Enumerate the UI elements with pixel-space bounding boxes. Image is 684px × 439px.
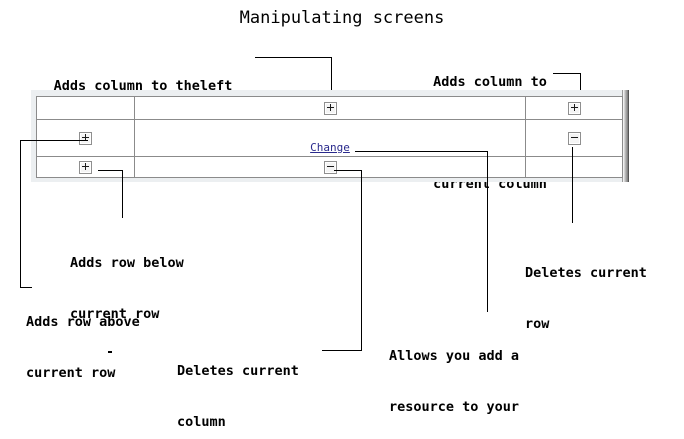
delete-column-button[interactable] [323, 160, 337, 174]
add-column-left-button[interactable] [323, 101, 337, 115]
cell-middle-center: Change [134, 119, 526, 157]
leader-line-add-row-above-v [20, 140, 21, 288]
leader-line-add-column-right-h [553, 73, 581, 74]
leader-line-add-resource-v [487, 151, 488, 312]
add-row-below-button[interactable] [79, 160, 92, 174]
cell-content [526, 120, 622, 156]
annotation-delete-column: Deletes current column [177, 329, 377, 439]
annotation-add-row-above: Adds row above current row [26, 280, 236, 416]
leader-line-delete-row-v [572, 147, 573, 223]
cell-bottom-left [36, 156, 135, 178]
annotation-delete-row-line1: Deletes current [525, 265, 647, 281]
leader-line-add-resource-h [355, 151, 488, 152]
cell-content [37, 120, 134, 156]
add-row-above-button[interactable] [79, 131, 92, 145]
page-title: Manipulating screens [239, 8, 445, 28]
leader-line-add-column-left-v [331, 57, 332, 109]
scrollbar-thumb[interactable] [623, 90, 628, 182]
cell-middle-right [525, 119, 623, 157]
cell-content [135, 157, 525, 177]
table-row [36, 96, 623, 120]
annotation-add-row-below-line1: Adds row below [70, 255, 184, 271]
table-row [36, 156, 623, 178]
cell-top-right [525, 96, 623, 120]
annotation-delete-row: Deletes current row [525, 231, 684, 367]
add-column-right-button[interactable] [567, 101, 581, 115]
leader-line-add-row-above-h-bottom [20, 287, 32, 288]
screen-layout-table: Change [36, 96, 623, 178]
annotation-delete-row-line2: row [525, 316, 550, 332]
cell-middle-left [36, 119, 135, 157]
cell-bottom-center [134, 156, 526, 178]
stray-dot-mark [108, 351, 112, 353]
leader-line-add-row-below-v [122, 170, 123, 218]
annotation-add-row-above-line1: Adds row above [26, 314, 140, 330]
cell-content [135, 97, 525, 119]
annotation-add-resource-line2: resource to your [389, 399, 520, 415]
cell-bottom-right [525, 156, 623, 178]
annotation-add-column-right-line1: Adds column to [433, 74, 547, 90]
leader-line-delete-column-v [361, 170, 362, 350]
leader-line-add-row-above-h-top [20, 140, 88, 141]
annotation-add-row-below: Adds row below current row [70, 221, 280, 357]
cell-content: Change [135, 120, 525, 156]
change-resource-link[interactable]: Change [310, 141, 350, 154]
annotation-delete-column-line1: Deletes current [177, 363, 299, 379]
cell-content [526, 97, 622, 119]
annotation-add-resource-line1: Allows you add a [389, 348, 520, 364]
annotation-add-row-above-line2: current row [26, 365, 116, 381]
leader-line-add-row-below-h [98, 170, 123, 171]
annotation-add-row-below-line2: current row [70, 306, 160, 322]
delete-row-button[interactable] [567, 131, 581, 145]
screen-vertical-scrollbar[interactable] [622, 90, 629, 182]
cell-top-center [134, 96, 526, 120]
annotation-delete-column-line2: column [177, 414, 226, 430]
leader-line-delete-column-h-top [334, 170, 362, 171]
leader-line-delete-column-h-bottom [322, 350, 362, 351]
annotation-add-resource: Allows you add a resource to your screen [389, 314, 609, 439]
leader-line-add-column-left-h [255, 57, 332, 58]
cell-top-left [36, 96, 135, 120]
cell-content [37, 157, 134, 177]
table-row: Change [36, 119, 623, 157]
